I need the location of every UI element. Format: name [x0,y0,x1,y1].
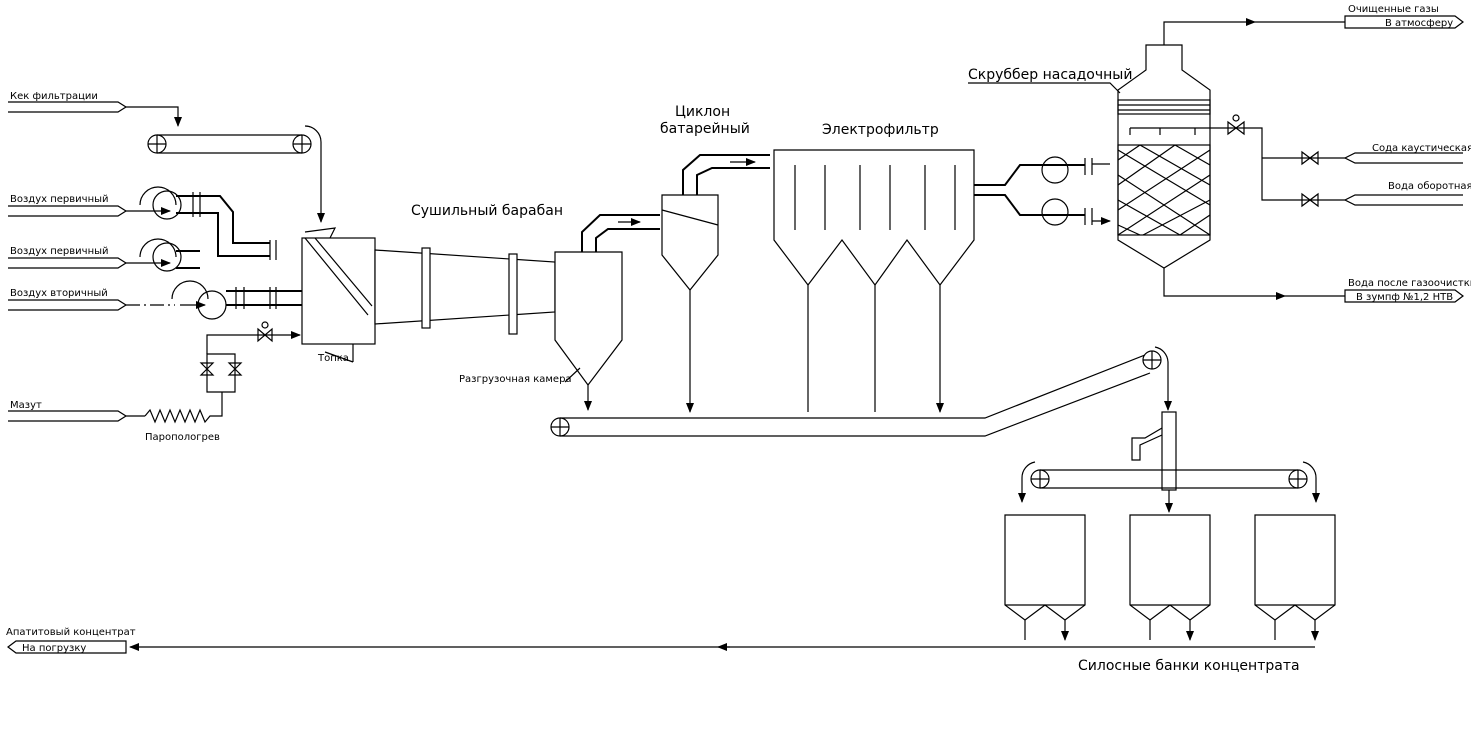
input-air-primary-1: Воздух первичный [8,194,150,217]
clean-gas-title: Очищенные газы [1348,4,1439,15]
output-water: Вода после газоочистки В зумпф №1,2 НТВ [1285,278,1471,303]
clean-gas-dest: В атмосферу [1385,18,1453,29]
input-air-primary-2: Воздух первичный [8,246,150,269]
silo-2 [1129,514,1211,640]
feed-conveyor [147,125,325,223]
product-output: Апатитовый концентрат На погрузку [6,627,1315,654]
packed-scrubber: Скруббер насадочный [968,18,1286,300]
discharge-chamber: Разгрузочная камера [459,214,660,411]
input-air-secondary-label: Воздух вторичный [10,288,108,299]
drying-drum: Сушильный барабан [374,203,563,335]
battery-cyclone: Циклон батарейный [660,104,770,413]
fan-primary-1 [139,186,270,257]
fan-secondary [171,280,302,320]
product-dest: На погрузку [22,643,86,654]
furnace-label: Топка [317,353,349,364]
esp-to-scrubber-duct [974,156,1110,225]
input-air-secondary: Воздух вторичный [8,288,175,311]
input-air-primary-2-label: Воздух первичный [10,246,109,257]
steam-heater-label: Паропологрев [145,432,220,443]
drum-label: Сушильный барабан [411,203,563,219]
discharge-label: Разгрузочная камера [459,374,572,385]
input-cake: Кек фильтрации [8,91,182,127]
silos-label: Силосные банки концентрата [1078,658,1300,674]
input-recycled-water: Вода оборотная [1343,181,1471,206]
scrubber-label: Скруббер насадочный [968,67,1132,83]
fan-primary-2 [139,238,200,272]
input-caustic-soda: Сода каустическая [1343,143,1471,164]
cyclone-label-2: батарейный [660,121,750,137]
collecting-conveyor [550,346,1172,437]
input-fuel-oil: Мазут [8,400,145,422]
esp-label: Электрофильтр [822,122,939,138]
duct-flanges [269,240,277,309]
product-title: Апатитовый концентрат [6,627,136,638]
input-cake-label: Кек фильтрации [10,91,98,102]
scrubber-reagents [1210,114,1345,208]
furnace: Топка [301,227,376,364]
input-air-primary-1-label: Воздух первичный [10,194,109,205]
silo-1 [1004,514,1086,640]
input-fuel-oil-label: Мазут [10,400,42,411]
output-clean-gas: Очищенные газы В атмосферу [1255,4,1464,29]
recycled-water-label: Вода оборотная [1388,181,1471,192]
caustic-soda-label: Сода каустическая [1372,143,1471,154]
water-title: Вода после газоочистки [1348,278,1471,289]
silo-3 [1254,514,1336,640]
water-dest: В зумпф №1,2 НТВ [1356,292,1453,303]
cyclone-label-1: Циклон [675,104,730,120]
fuel-line: Паропологрев [144,321,301,443]
electrostatic-precipitator: Электрофильтр [773,122,975,412]
distribution-conveyor [1018,411,1320,513]
